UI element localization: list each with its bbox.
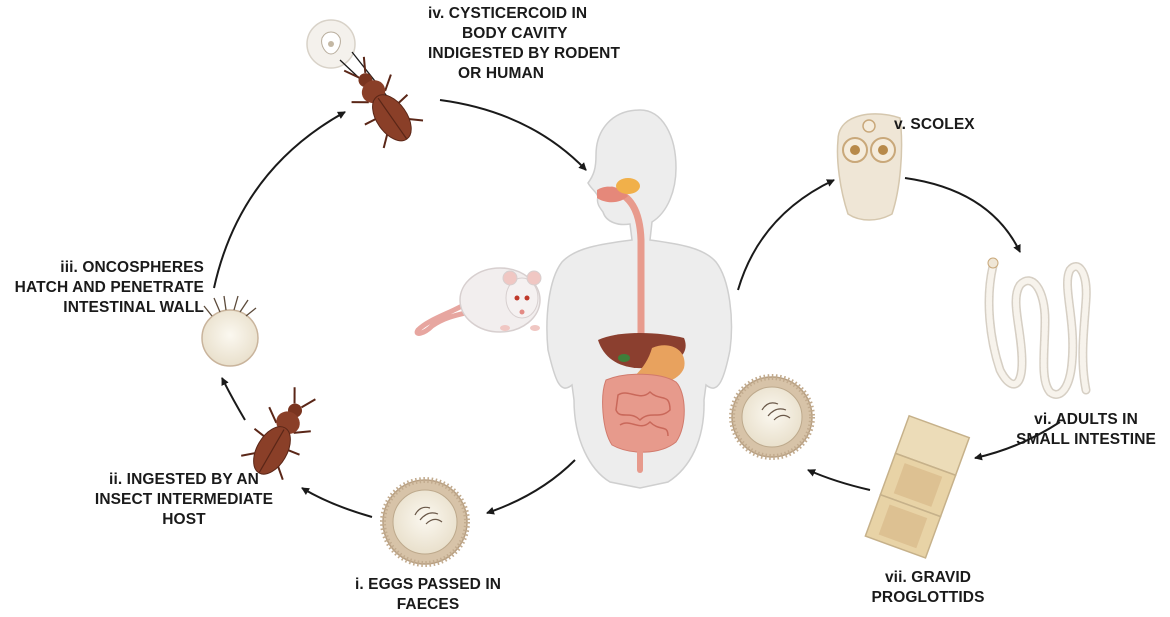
gravid-proglottids-stage-vii <box>865 416 969 558</box>
arrow-iii-to-iv <box>214 112 345 288</box>
label-stage-vi: vi. ADULTS IN SMALL INTESTINE <box>1006 410 1166 450</box>
beetle-stage-iv <box>333 49 428 154</box>
label-stage-i: i. EGGS PASSED IN FAECES <box>340 575 516 615</box>
arrow-ii-to-iii <box>222 378 245 420</box>
scolex-stage-v <box>837 114 901 220</box>
egg-stage-i <box>383 480 467 564</box>
arrow-v-to-vi <box>905 178 1020 252</box>
arrow-human-to-v <box>738 180 834 290</box>
label-stage-v: v. SCOLEX <box>894 115 975 135</box>
arrow-i-to-ii <box>302 488 372 517</box>
egg-right <box>732 377 812 457</box>
oncosphere-stage-iii <box>202 296 258 366</box>
label-stage-iv: iv. CYSTICERCOID IN BODY CAVITY INDIGEST… <box>428 4 620 84</box>
adult-tapeworm-stage-vi <box>988 258 1086 394</box>
human-figure <box>547 110 732 488</box>
label-stage-ii: ii. INGESTED BY AN INSECT INTERMEDIATE H… <box>86 470 282 530</box>
label-stage-vii: vii. GRAVID PROGLOTTIDS <box>856 568 1000 608</box>
arrow-iv-to-human <box>440 100 586 170</box>
arrow-vii-to-egg <box>808 470 870 490</box>
label-stage-iii: iii. ONCOSPHERES HATCH AND PENETRATE INT… <box>8 258 204 318</box>
rat <box>417 268 541 333</box>
arrow-human-to-i <box>487 460 575 513</box>
